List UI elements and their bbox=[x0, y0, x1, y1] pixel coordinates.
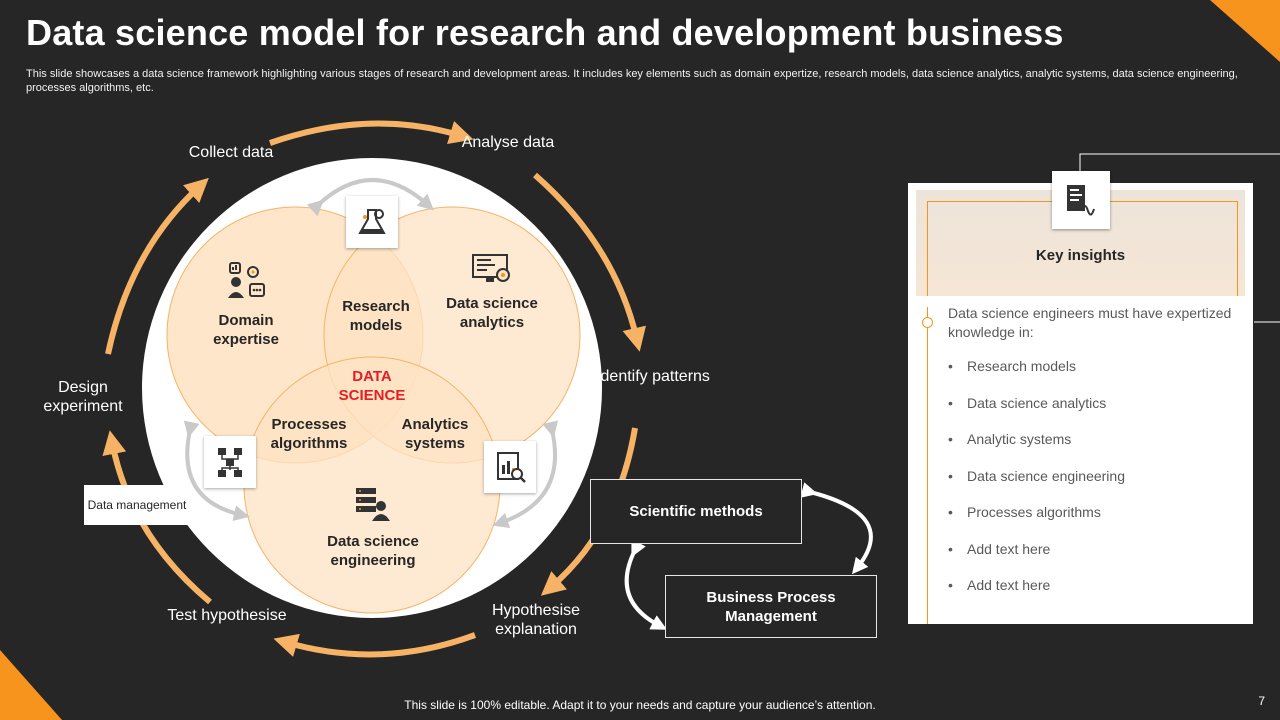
list-item: Data science engineering bbox=[948, 467, 1125, 486]
venn-label-center: DATA SCIENCE bbox=[338, 368, 406, 404]
list-item: Add text here bbox=[948, 540, 1125, 559]
cycle-label-analyse: Analyse data bbox=[461, 134, 555, 151]
cycle-arrow-hypothesise-to-test bbox=[273, 632, 477, 658]
venn-label-research: Research models bbox=[342, 298, 410, 334]
slide-footer: This slide is 100% editable. Adapt it to… bbox=[404, 698, 876, 712]
cycle-arrow-design-to-collect bbox=[105, 177, 209, 355]
cycle-label-identify: Identify patterns bbox=[596, 368, 710, 385]
cycle-label-hypothesise: Hypothesise explanation bbox=[491, 602, 581, 638]
list-item: Data science analytics bbox=[948, 394, 1125, 413]
white-arrow-methods-right bbox=[800, 482, 873, 575]
list-item: Processes algorithms bbox=[948, 503, 1125, 522]
corner-accent-bottom-left bbox=[0, 650, 62, 720]
key-insights-list: Research models Data science analytics A… bbox=[948, 357, 1125, 613]
engineer-server-icon bbox=[354, 486, 392, 527]
cycle-label-design: Design experiment bbox=[43, 379, 123, 415]
list-item: Research models bbox=[948, 357, 1125, 376]
lab-flask-icon bbox=[346, 196, 398, 248]
insight-connector-top bbox=[1079, 153, 1280, 172]
page-number: 7 bbox=[1258, 694, 1265, 708]
cycle-arrow-test-to-design bbox=[102, 430, 212, 605]
cycle-arrow-collect-to-analyse bbox=[269, 120, 474, 146]
list-item: Add text here bbox=[948, 576, 1125, 595]
insight-timeline-line bbox=[927, 307, 928, 624]
insight-timeline-dot bbox=[922, 317, 933, 328]
venn-label-systems: Analytics systems bbox=[401, 416, 469, 452]
report-search-icon bbox=[484, 441, 536, 493]
white-arrow-methods-left bbox=[624, 539, 668, 630]
data-management-label: Data management bbox=[84, 485, 190, 525]
venn-label-engineering: Data science engineering bbox=[327, 533, 419, 569]
venn-label-analytics: Data science analytics bbox=[446, 295, 538, 331]
cycle-label-collect: Collect data bbox=[188, 144, 274, 161]
list-item: Analytic systems bbox=[948, 430, 1125, 449]
key-insights-title: Key insights bbox=[1035, 247, 1126, 264]
venn-label-processes: Processes algorithms bbox=[270, 416, 348, 452]
grey-arrow-left bbox=[183, 420, 250, 522]
cycle-arrow-analyse-to-identify bbox=[533, 172, 646, 352]
analytics-monitor-icon bbox=[472, 253, 512, 290]
document-chart-icon bbox=[1052, 171, 1110, 229]
scientific-methods-box: Scientific methods bbox=[590, 479, 802, 544]
key-insights-card: Key insights Data science engineers must… bbox=[908, 171, 1253, 624]
grey-arrow-top bbox=[306, 178, 434, 217]
slide-title: Data science model for research and deve… bbox=[26, 12, 1064, 53]
venn-label-domain: Domain expertise bbox=[213, 312, 279, 348]
grey-arrow-right bbox=[492, 420, 559, 529]
business-process-box: Business Process Management bbox=[665, 575, 877, 638]
corner-accent-top-right bbox=[1210, 0, 1280, 62]
domain-people-icon bbox=[226, 262, 268, 307]
flowchart-icon bbox=[204, 436, 256, 488]
cycle-label-test: Test hypothesise bbox=[167, 607, 287, 624]
key-insights-intro: Data science engineers must have experti… bbox=[948, 305, 1232, 340]
slide-subtitle: This slide showcases a data science fram… bbox=[26, 68, 1238, 94]
